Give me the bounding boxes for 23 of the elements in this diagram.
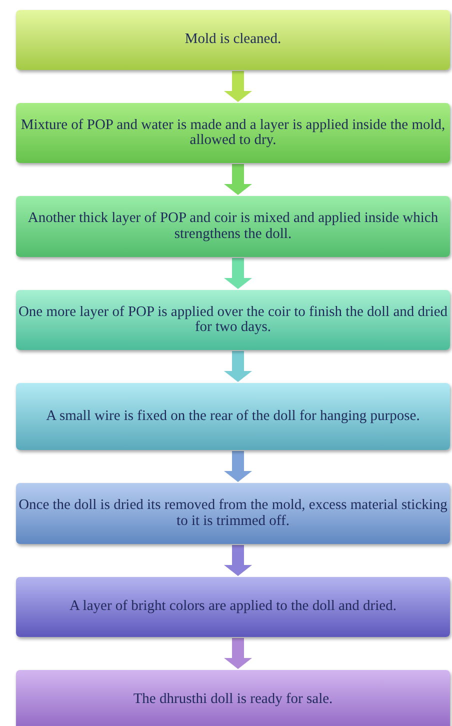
arrow <box>224 451 252 482</box>
step-text: Another thick layer of POP and coir is mixed and applied inside which strengthens the doll. <box>26 211 440 242</box>
step-text: A small wire is fixed on the rear of the doll for hanging purpose. <box>45 408 421 424</box>
process-box <box>16 196 450 257</box>
arrow <box>224 71 252 102</box>
process-box <box>16 103 450 163</box>
process-box <box>16 670 450 726</box>
process-box <box>16 577 450 637</box>
process-box <box>16 290 450 350</box>
step-text: Mixture of POP and water is made and a layer is applied inside the mold, allowed to dry. <box>20 118 446 148</box>
arrow <box>224 638 252 669</box>
step-text: The dhrusthi doll is ready for sale. <box>132 692 334 708</box>
step-text: Mold is cleaned. <box>184 32 282 48</box>
process-box <box>16 483 450 544</box>
arrow <box>224 351 252 382</box>
process-box <box>16 383 450 450</box>
step-text: A layer of bright colors are applied to the doll and dried. <box>68 599 398 615</box>
arrow <box>224 545 252 576</box>
arrow <box>224 258 252 289</box>
arrow <box>224 164 252 195</box>
step-text: One more layer of POP is applied over the coir to finish the doll and dried for two days. <box>17 304 449 336</box>
process-box <box>16 10 450 70</box>
step-text: Once the doll is dried its removed from the mold, excess material sticking to it is trimmed off. <box>18 498 448 529</box>
